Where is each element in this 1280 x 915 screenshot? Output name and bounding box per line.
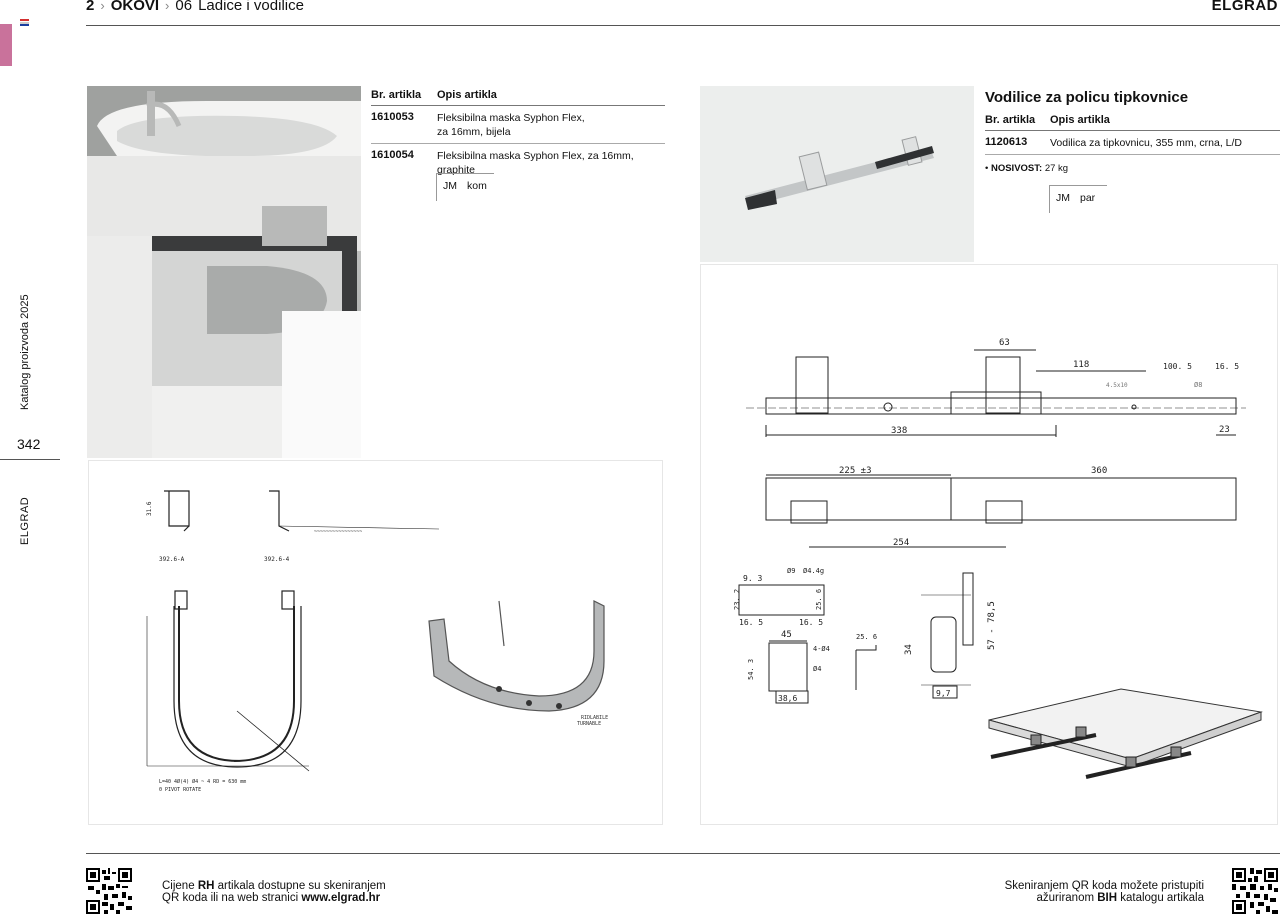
article-desc: Fleksibilna maska Syphon Flex, za 16mm, … bbox=[437, 111, 665, 139]
footer-text-bold: RH bbox=[197, 880, 215, 892]
breadcrumb-section[interactable]: OKOVI bbox=[110, 0, 160, 14]
turnable-label: TURNABLE bbox=[577, 721, 601, 727]
section-color-tab bbox=[0, 24, 12, 66]
croatia-flag-icon bbox=[20, 19, 29, 26]
unit-value: kom bbox=[467, 180, 487, 192]
table-header: Br. artikla Opis artikla bbox=[985, 114, 1280, 131]
svg-text:L=40 4Ø(4) Ø4 ~ 4 RD = 630 mm: L=40 4Ø(4) Ø4 ~ 4 RD = 630 mm bbox=[159, 778, 246, 785]
dim-slot: 4.5x10 bbox=[1106, 382, 1128, 389]
feature-label: NOSIVOST: bbox=[990, 163, 1043, 174]
dim-38-6: 38,6 bbox=[778, 694, 797, 703]
footer-text: ažuriranom bbox=[1036, 892, 1098, 904]
syphon-technical-drawing: 31.6 392.6-A ~~~~~~~~~~~~~~~~ 392.6-4 L=… bbox=[88, 460, 663, 825]
dim-360: 360 bbox=[1091, 466, 1107, 476]
product-title: Vodilice za policu tipkovnice bbox=[985, 89, 1189, 106]
footer-prices-note: Cijene RH artikala dostupne su skeniranj… bbox=[162, 880, 386, 904]
keyboard-slide-technical-drawing: 338 63 118 100. 5 16. 5 4.5x10 Ø8 23 225… bbox=[700, 264, 1278, 825]
table-row: 1610054 Fleksibilna maska Syphon Flex, z… bbox=[371, 144, 665, 181]
side-brand: ELGRAD bbox=[19, 496, 31, 545]
footer-text: Cijene bbox=[162, 880, 198, 892]
chevron-right-icon: › bbox=[165, 0, 170, 13]
brand-logo-top: ELGRAD bbox=[1211, 0, 1278, 14]
unit-box: JM kom bbox=[436, 173, 494, 201]
dim-63: 63 bbox=[999, 338, 1010, 348]
col-code-header: Br. artikla bbox=[985, 114, 1036, 126]
dim-57-78: 57 - 78,5 bbox=[987, 601, 997, 650]
dim-4-holes: 4-Ø4 bbox=[813, 645, 830, 653]
dim-45: 45 bbox=[781, 630, 792, 640]
keyboard-slide-table: Br. artikla Opis artikla 1120613 Vodilic… bbox=[985, 114, 1280, 155]
page-number: 342 bbox=[17, 436, 41, 452]
keyboard-slide-photo bbox=[700, 86, 974, 262]
article-code: 1120613 bbox=[985, 136, 1028, 148]
dim-16-5-b: 16. 5 bbox=[799, 618, 823, 627]
qr-code-catalog[interactable] bbox=[1232, 868, 1278, 914]
dim-16-5: 16. 5 bbox=[1215, 362, 1239, 371]
col-desc-header: Opis artikla bbox=[437, 89, 497, 101]
page-header: 2 › OKOVI › 06 Ladice i vodilice ELGRAD bbox=[86, 0, 1280, 26]
rotable-label: RIDLABILE bbox=[581, 715, 608, 721]
unit-box: JM par bbox=[1049, 185, 1107, 213]
syphon-flex-photo bbox=[87, 86, 361, 458]
dim-225: 225 ±3 bbox=[839, 466, 872, 476]
dim-9-3: 9. 3 bbox=[743, 574, 762, 583]
breadcrumb-section-num[interactable]: 2 bbox=[86, 0, 95, 14]
table-header: Br. artikla Opis artikla bbox=[371, 89, 665, 106]
svg-text:31.6: 31.6 bbox=[146, 501, 153, 516]
table-row: 1610053 Fleksibilna maska Syphon Flex, z… bbox=[371, 106, 665, 144]
dim-9-7: 9,7 bbox=[936, 689, 951, 698]
qr-code-prices[interactable] bbox=[86, 868, 132, 914]
breadcrumb-sub-num[interactable]: 06 bbox=[175, 0, 193, 14]
article-code: 1610054 bbox=[371, 149, 414, 161]
footer-text: katalogu artikala bbox=[1117, 892, 1204, 904]
dim-hole-4b: Ø4 bbox=[813, 665, 821, 673]
col-desc-header: Opis artikla bbox=[1050, 114, 1110, 126]
footer-text: artikala dostupne su skeniranjem bbox=[214, 880, 386, 892]
dim-100-5: 100. 5 bbox=[1163, 362, 1192, 371]
dim-25-6: 25. 6 bbox=[815, 589, 823, 610]
breadcrumb-sub[interactable]: Ladice i vodilice bbox=[198, 0, 304, 14]
footer-text: Skeniranjem QR koda možete pristupiti bbox=[1004, 880, 1204, 892]
dim-338: 338 bbox=[891, 426, 907, 436]
load-capacity: • NOSIVOST: 27 kg bbox=[985, 163, 1068, 174]
article-desc-line: za 16mm, bijela bbox=[437, 126, 511, 138]
dim-23: 23 bbox=[1219, 425, 1230, 435]
unit-label: JM bbox=[1056, 192, 1070, 204]
svg-text:~~~~~~~~~~~~~~~~: ~~~~~~~~~~~~~~~~ bbox=[314, 529, 362, 535]
bullet-icon: • bbox=[985, 163, 989, 174]
feature-value: 27 kg bbox=[1044, 163, 1069, 174]
table-row: 1120613 Vodilica za tipkovnicu, 355 mm, … bbox=[985, 131, 1280, 155]
dim-34: 34 bbox=[904, 644, 914, 655]
footer-text: QR koda ili na web stranici bbox=[162, 892, 302, 904]
footer-divider bbox=[86, 853, 1280, 854]
footer-catalog-note: Skeniranjem QR koda možete pristupiti až… bbox=[1005, 880, 1204, 904]
profile-b-label: 392.6-4 bbox=[264, 556, 290, 563]
dim-23-2: 23. 2 bbox=[733, 589, 741, 610]
unit-label: JM bbox=[443, 180, 457, 192]
side-divider bbox=[0, 459, 60, 460]
syphon-product-table: Br. artikla Opis artikla 1610053 Fleksib… bbox=[371, 89, 665, 181]
svg-text:0 PIVOT ROTATE: 0 PIVOT ROTATE bbox=[159, 787, 201, 793]
article-code: 1610053 bbox=[371, 111, 414, 123]
breadcrumb: 2 › OKOVI › 06 Ladice i vodilice bbox=[86, 0, 304, 14]
dim-hole-9: Ø9 bbox=[787, 567, 795, 575]
profile-a-label: 392.6-A bbox=[159, 556, 185, 563]
dim-hole-4: Ø4.4g bbox=[803, 567, 824, 575]
dim-118: 118 bbox=[1073, 360, 1089, 370]
col-code-header: Br. artikla bbox=[371, 89, 422, 101]
unit-value: par bbox=[1080, 192, 1096, 204]
dim-25-6-b: 25. 6 bbox=[856, 633, 877, 641]
article-desc-line: Fleksibilna maska Syphon Flex, bbox=[437, 112, 585, 124]
article-desc: Vodilica za tipkovnicu, 355 mm, crna, L/… bbox=[1050, 137, 1243, 149]
dim-54-3: 54. 3 bbox=[747, 659, 755, 680]
dim-254: 254 bbox=[893, 538, 909, 548]
website-link[interactable]: www.elgrad.hr bbox=[301, 892, 381, 904]
footer-text-bold: BIH bbox=[1097, 892, 1118, 904]
dim-16-5-a: 16. 5 bbox=[739, 618, 763, 627]
catalog-title: Katalog proizvoda 2025 bbox=[19, 294, 31, 410]
dim-hole: Ø8 bbox=[1194, 381, 1202, 389]
chevron-right-icon: › bbox=[100, 0, 105, 13]
